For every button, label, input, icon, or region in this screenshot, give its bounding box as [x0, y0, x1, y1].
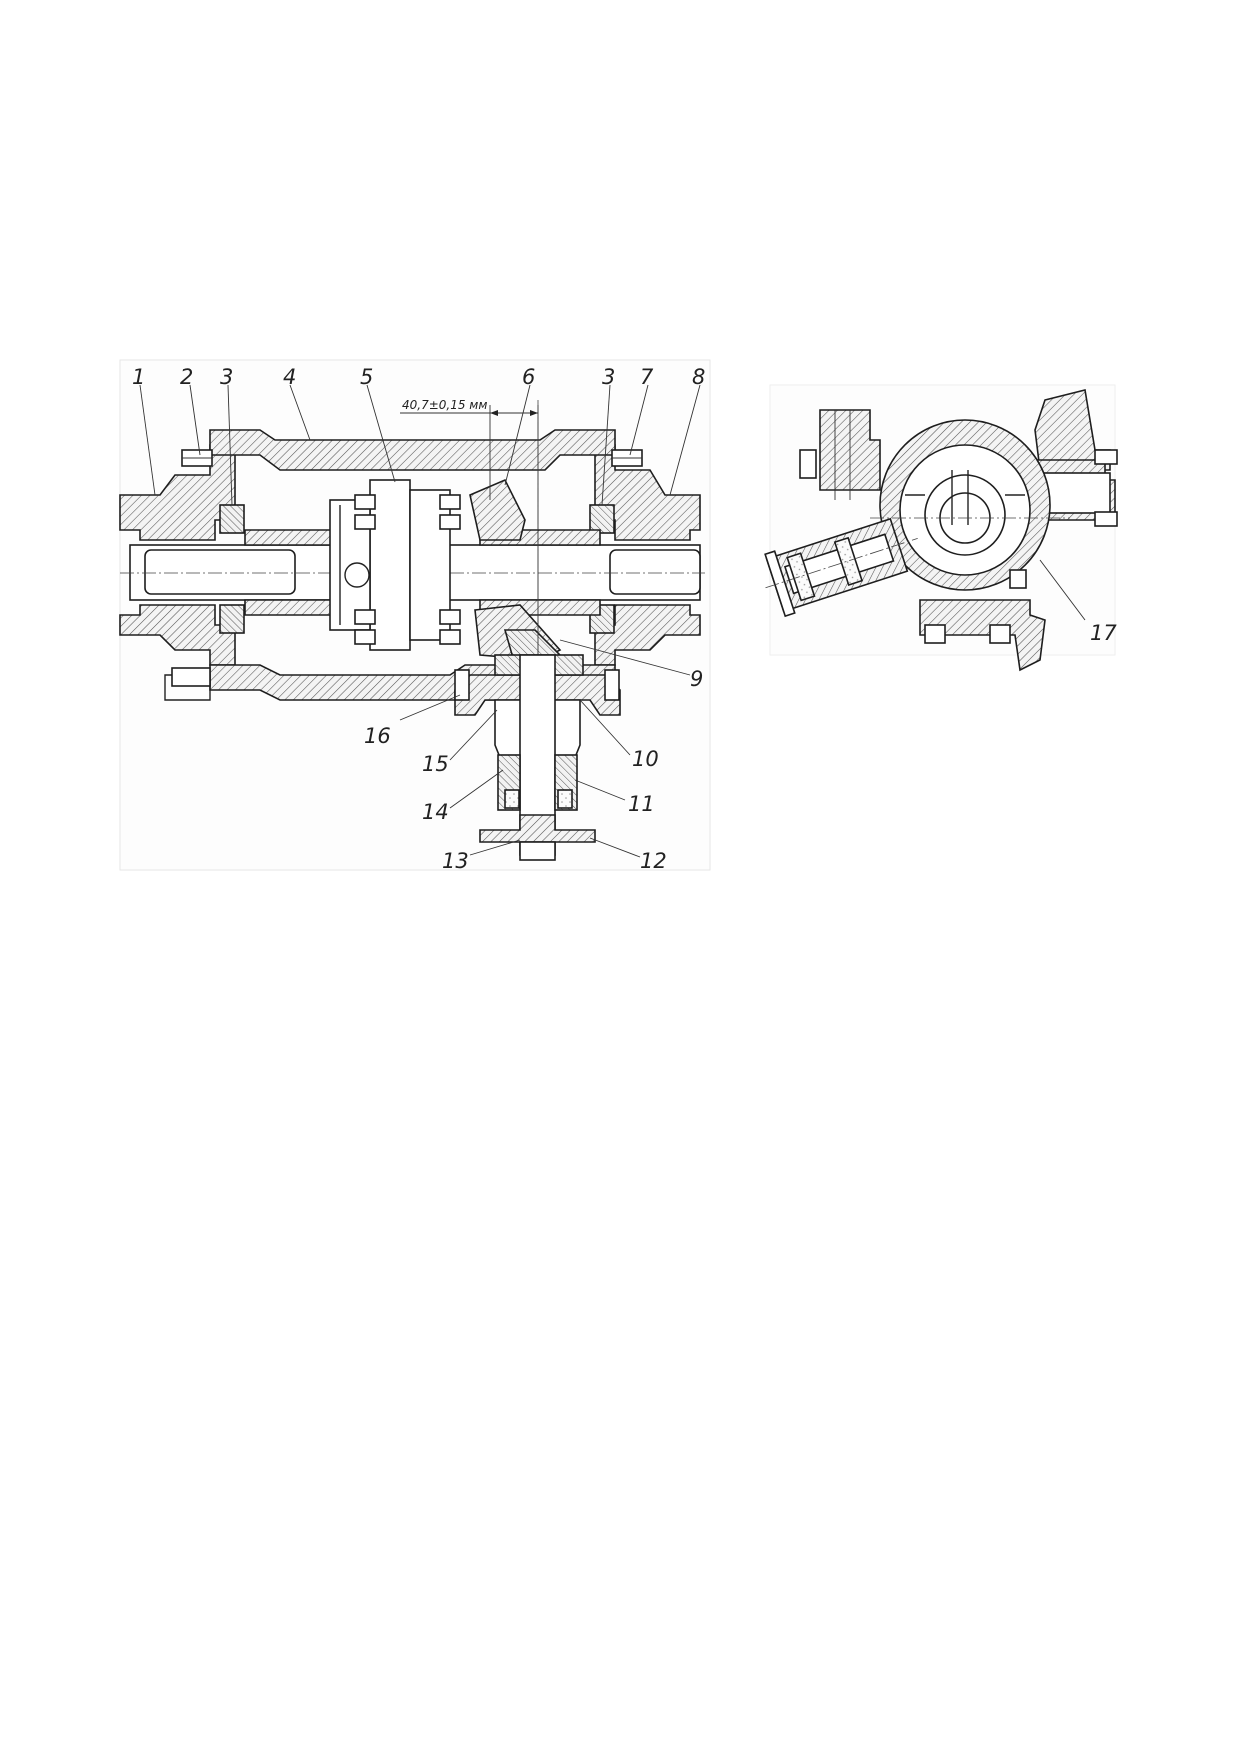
bevel-gear	[469, 478, 562, 666]
part-number-5: 5	[360, 365, 373, 389]
leader-lines	[139, 384, 701, 858]
coupling-flange	[329, 479, 461, 651]
part-number-14: 14	[422, 800, 449, 824]
part-number-17: 17	[1090, 621, 1117, 645]
flange-bolts	[171, 449, 643, 687]
part-number-1: 1	[132, 365, 145, 389]
pinion-assembly	[454, 654, 621, 861]
part-number-13: 13	[442, 849, 469, 873]
bearings	[219, 504, 615, 634]
main-section-view: 40,7±0,15 мм	[119, 359, 711, 873]
part-number-6: 6	[522, 365, 535, 389]
transverse-section-view: 17	[764, 384, 1118, 672]
part-number-4: 4	[283, 365, 296, 389]
part-number-10: 10	[632, 747, 659, 771]
part-number-7: 7	[640, 365, 654, 389]
part-number-8: 8	[692, 365, 705, 389]
part-number-16: 16	[364, 724, 391, 748]
part-number-12: 12	[640, 849, 667, 873]
part-number-2: 2	[180, 365, 193, 389]
part-number-3-right: 3	[602, 365, 615, 389]
part-number-9: 9	[690, 667, 703, 691]
dimension-label: 40,7±0,15 мм	[402, 398, 487, 412]
part-number-11: 11	[628, 792, 655, 816]
part-number-3-left: 3	[220, 365, 233, 389]
part-number-15: 15	[422, 752, 449, 776]
